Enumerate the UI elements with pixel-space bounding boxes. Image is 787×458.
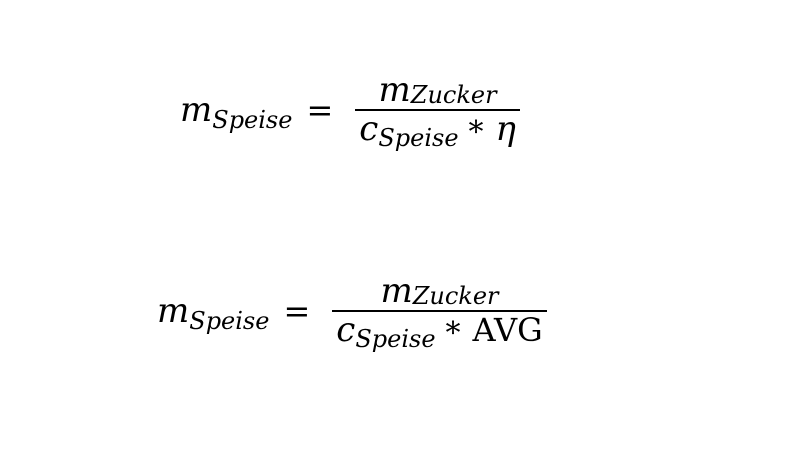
lhs-var: m [180,90,213,131]
numerator: m Zucker [376,271,502,311]
denominator-factor: η [495,109,516,150]
denominator-var: c [336,310,356,351]
numerator: m Zucker [375,70,501,110]
numerator-sub: Zucker [412,282,499,310]
multiply-sign: * [445,316,461,352]
numerator-var: m [380,271,413,311]
fraction: m Zucker c Speise * AVG [332,271,547,354]
denominator-sub: Speise [355,325,436,354]
fraction-bar [332,310,547,313]
formula-efficiency: m Speise = m Zucker c Speise * η [180,70,520,153]
denominator: c Speise * η [355,109,520,153]
equals-sign: = [306,91,334,130]
fraction: m Zucker c Speise * η [355,70,520,153]
lhs-sub: Speise [189,307,270,336]
denominator: c Speise * AVG [332,310,546,354]
multiply-sign: * [468,115,484,151]
numerator-var: m [378,70,411,110]
equals-sign: = [283,292,311,331]
lhs-var: m [157,291,190,332]
denominator-factor: AVG [472,311,543,350]
fraction-bar [355,109,520,112]
numerator-sub: Zucker [410,81,497,109]
formula-avg: m Speise = m Zucker c Speise * AVG [157,271,547,354]
lhs-sub: Speise [212,106,293,135]
denominator-sub: Speise [378,124,459,153]
denominator-var: c [359,109,379,150]
